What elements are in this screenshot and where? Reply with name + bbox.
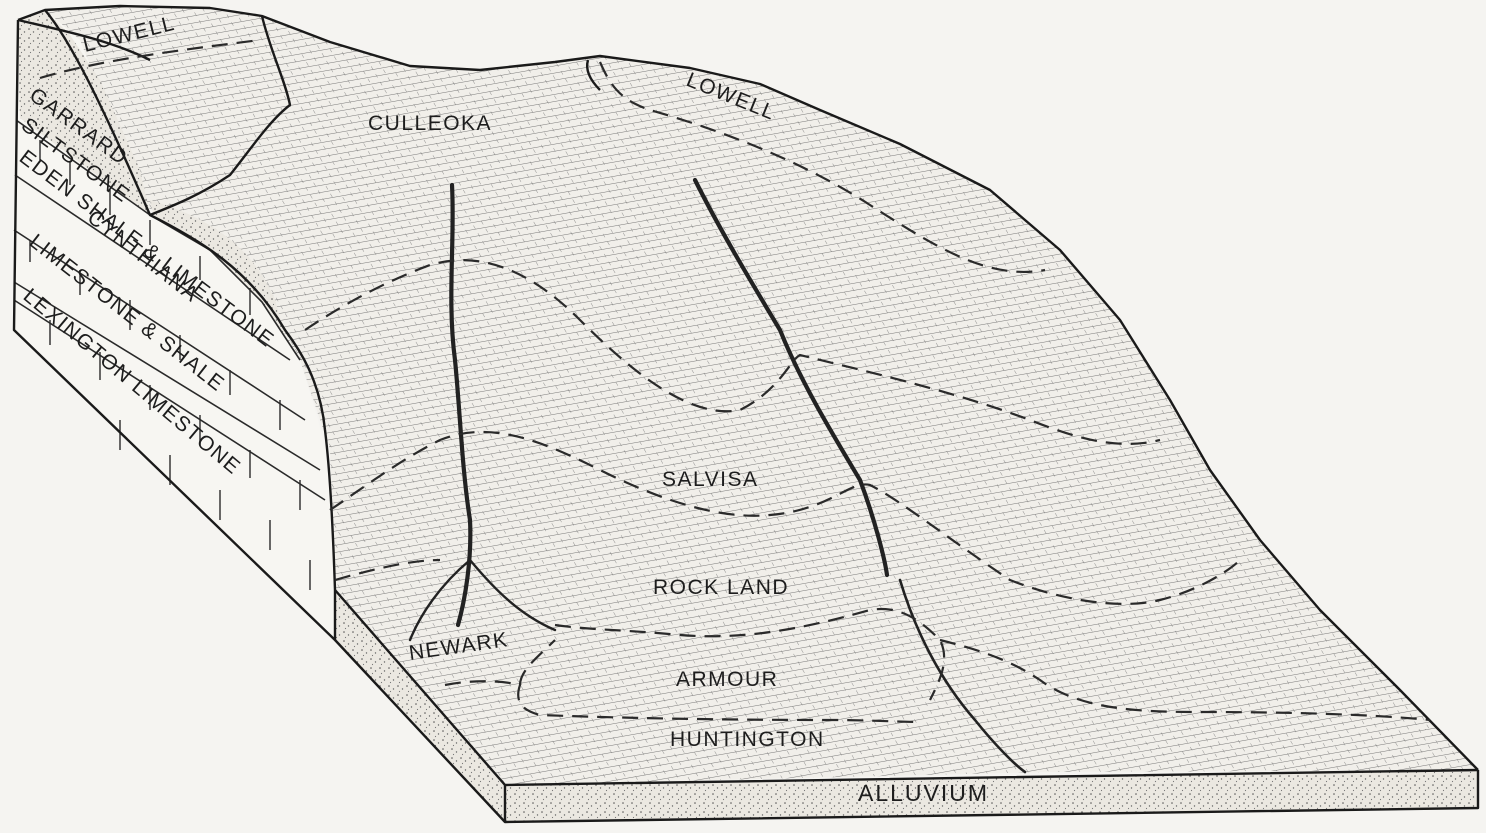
soil-label-alluvium: ALLUVIUM [858,780,989,806]
soil-label-rock-land: ROCK LAND [653,576,789,599]
soil-label-armour: ARMOUR [676,668,778,691]
soil-label-salvisa: SALVISA [662,468,759,491]
soil-label-culleoka: CULLEOKA [368,112,492,135]
soil-label-huntington: HUNTINGTON [670,728,825,751]
